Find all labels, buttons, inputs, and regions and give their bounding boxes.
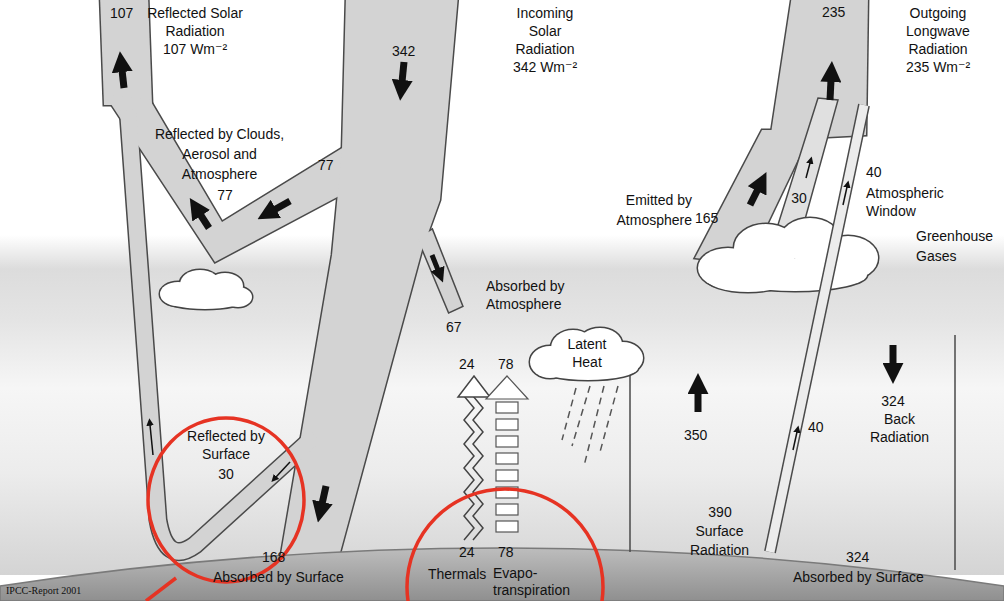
flux-label: Back Radiation (862, 410, 937, 446)
evaporation-arrow (496, 436, 518, 447)
flux-total: 107 Wm⁻² (140, 40, 250, 58)
node-text: 30 (211, 465, 241, 483)
cloud (706, 264, 790, 292)
rain-streak (572, 386, 590, 446)
reflected-band (100, 0, 152, 105)
flow-arrow (432, 255, 438, 270)
highlight-circle: 24Thermals 78Evapo- transpiration (405, 487, 605, 601)
flow-arrow (890, 345, 897, 365)
flow-arrow (274, 201, 290, 210)
flux-label: Reflected by Clouds, Aerosol and Atmosph… (147, 124, 292, 184)
flux-label: Absorbed by Atmosphere (486, 277, 586, 313)
flux-value: 350 (684, 426, 707, 444)
evaporation-arrow (496, 470, 518, 481)
atmosphere-absorption-band (418, 230, 462, 312)
flux-value: 235 (822, 3, 845, 21)
evaporation-arrow (496, 419, 518, 430)
atmosphere-absorption-band (418, 230, 462, 312)
thin-arrow (793, 432, 797, 450)
cloud (165, 291, 245, 309)
flux-value: 24 (459, 355, 475, 373)
flux-label: Atmospheric Window (866, 184, 961, 220)
flow-arrow (402, 62, 404, 82)
evaporation-arrow (496, 453, 518, 464)
flux-value: 40 (808, 418, 824, 436)
source-note: IPCC-Report 2001 (6, 585, 81, 597)
highlight-leader (146, 578, 176, 601)
cloud (706, 264, 790, 292)
highlight-ring (407, 489, 603, 601)
thermals-arrow-head (458, 376, 490, 397)
cloud (165, 291, 245, 309)
thin-arrow (806, 163, 810, 178)
flow-arrow (122, 70, 124, 88)
flux-value: 78 (498, 355, 514, 373)
flux-total: 235 Wm⁻² (888, 58, 988, 76)
node-text: 24 (459, 543, 475, 561)
flow-arrow (750, 189, 758, 205)
incoming-band (280, 0, 458, 560)
flux-title: Outgoing Longwave Radiation (898, 4, 978, 58)
flux-total: 342 Wm⁻² (495, 58, 595, 76)
flux-value: 77 (210, 186, 240, 204)
window-strip (770, 105, 864, 552)
surface-reflection-band (128, 110, 315, 552)
latent-heat-cloud: Latent Heat (528, 326, 646, 382)
node-text: 78 (498, 543, 514, 561)
node-text: Thermals (428, 565, 486, 583)
flux-value: 77 (318, 156, 334, 174)
flow-arrow (830, 80, 831, 100)
flow-arrow (322, 486, 326, 504)
flux-label: Absorbed by Surface (793, 568, 924, 586)
flux-title: Reflected Solar Radiation (140, 4, 250, 40)
rain-streak (584, 386, 604, 466)
flux-value: 30 (787, 189, 811, 207)
node-text: Latent Heat (557, 335, 617, 371)
reflected-band (100, 0, 152, 105)
thermals-arrow (473, 396, 483, 540)
node-text: Reflected by Surface (183, 427, 269, 463)
thin-arrow (276, 462, 290, 477)
flux-label: Surface Radiation (682, 522, 757, 560)
highlight-ring (148, 418, 304, 582)
evaporation-arrow (496, 504, 518, 515)
flux-value: 40 (866, 163, 882, 181)
cloud-shape (530, 328, 643, 380)
thin-arrow (843, 187, 847, 205)
cloud-shape (530, 328, 643, 380)
flow-arrow (695, 392, 702, 412)
thin-arrow (150, 425, 153, 455)
evaporation-arrow (496, 402, 518, 413)
flux-value: 67 (446, 318, 462, 336)
band-edge (954, 335, 956, 570)
flow-arrow (200, 214, 209, 228)
flux-value: 324 (846, 548, 869, 566)
rain-streak (600, 386, 618, 452)
flux-value: 165 (695, 209, 718, 227)
surface-reflection-band (128, 110, 315, 552)
flux-value: 342 (392, 42, 415, 60)
flux-value: 324 (878, 392, 908, 410)
flux-value: 390 (700, 503, 740, 521)
flux-label: Emitted by Atmosphere (597, 190, 692, 230)
flux-label: Greenhouse Gases (916, 226, 1002, 266)
flux-value: 168 (262, 548, 285, 566)
window-strip (770, 105, 864, 552)
evaporation-arrow-head (486, 376, 528, 399)
incoming-band (280, 0, 458, 560)
node-text: Evapo- transpiration (493, 565, 579, 599)
evaporation-arrow (496, 521, 518, 532)
flux-title: Incoming Solar Radiation (505, 4, 585, 58)
flux-value: 107 (110, 4, 133, 22)
flux-label: Absorbed by Surface (213, 568, 344, 586)
rain-streak (562, 388, 576, 440)
